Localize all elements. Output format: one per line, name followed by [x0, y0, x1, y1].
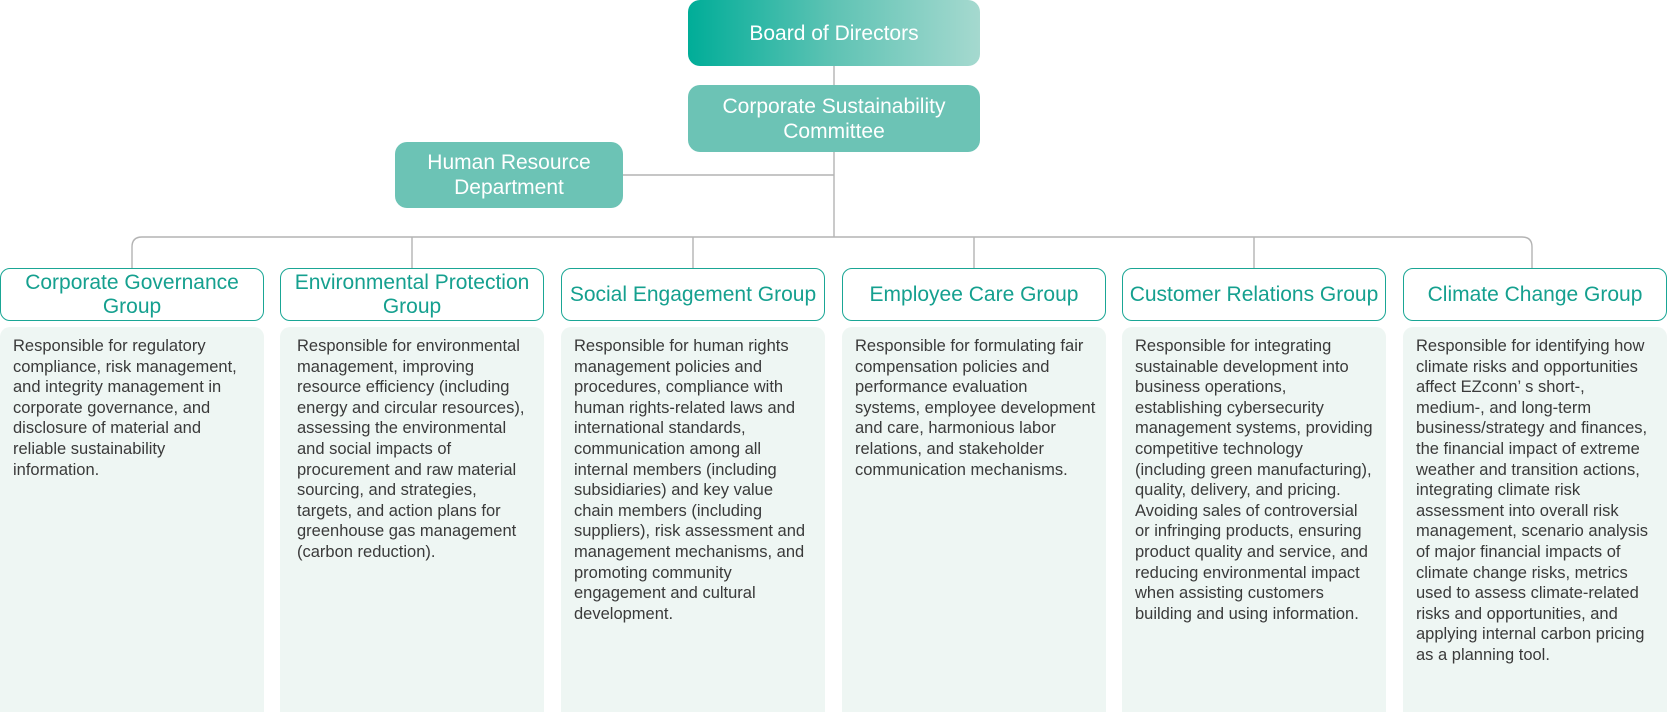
group-header-customer-relations: Customer Relations Group [1122, 268, 1386, 321]
board-of-directors-box: Board of Directors [688, 0, 980, 66]
group-title: Customer Relations Group [1129, 282, 1379, 306]
group-header-environmental-protection: Environmental Protection Group [280, 268, 544, 321]
group-description: Responsible for human rights management … [574, 337, 806, 623]
board-of-directors-label: Board of Directors [749, 21, 919, 45]
group-title: Corporate Governance Group [25, 270, 239, 318]
human-resource-department-label: Human Resource Department [427, 151, 591, 199]
sustainability-committee-label: Corporate Sustainability Committee [722, 94, 946, 143]
group-description: Responsible for regulatory compliance, r… [13, 337, 237, 479]
group-body-corporate-governance: Responsible for regulatory compliance, r… [0, 327, 264, 712]
group-header-climate-change: Climate Change Group [1403, 268, 1667, 321]
group-header-corporate-governance: Corporate Governance Group [0, 268, 264, 321]
group-description: Responsible for identifying how climate … [1416, 337, 1649, 664]
group-body-customer-relations: Responsible for integrating sustainable … [1122, 327, 1386, 712]
group-body-climate-change: Responsible for identifying how climate … [1403, 327, 1667, 712]
group-description: Responsible for formulating fair compens… [855, 337, 1096, 479]
group-header-employee-care: Employee Care Group [842, 268, 1106, 321]
group-body-employee-care: Responsible for formulating fair compens… [842, 327, 1106, 712]
group-body-environmental-protection: Responsible for environmental management… [280, 327, 544, 712]
group-title: Environmental Protection Group [294, 270, 530, 318]
sustainability-committee-box: Corporate Sustainability Committee [688, 85, 980, 152]
human-resource-department-box: Human Resource Department [395, 142, 623, 208]
group-description: Responsible for environmental management… [297, 337, 525, 561]
group-header-social-engagement: Social Engagement Group [561, 268, 825, 321]
group-title: Climate Change Group [1427, 282, 1643, 306]
group-body-social-engagement: Responsible for human rights management … [561, 327, 825, 712]
group-title: Social Engagement Group [569, 282, 817, 306]
group-description: Responsible for integrating sustainable … [1135, 337, 1373, 623]
group-title: Employee Care Group [869, 282, 1079, 306]
group-bus-line [131, 236, 1533, 268]
